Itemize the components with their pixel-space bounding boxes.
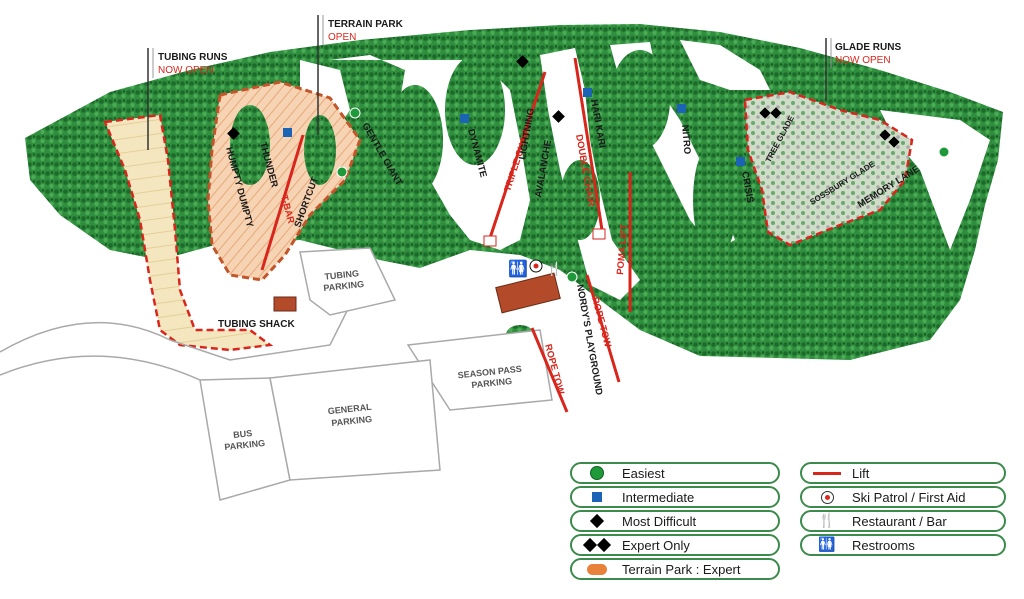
terrain-park-icon xyxy=(587,563,607,575)
intermediate-marker xyxy=(460,114,469,123)
lodge-building xyxy=(495,272,561,314)
glade-runs-title: GLADE RUNS xyxy=(835,42,901,53)
intermediate-marker xyxy=(736,157,745,166)
legend-item-restaurant: 🍴 Restaurant / Bar xyxy=(800,510,1006,532)
legend-label: Easiest xyxy=(622,465,665,481)
legend-label: Ski Patrol / First Aid xyxy=(852,489,966,505)
trail-label-crisis: CRISIS xyxy=(739,171,755,204)
tubing-parking-label-1: TUBING xyxy=(324,268,359,282)
tree-cluster xyxy=(693,140,737,260)
intermediate-marker xyxy=(283,128,292,137)
legend-item-terrain-park: Terrain Park : Expert xyxy=(570,558,780,580)
expert-marker xyxy=(879,129,891,141)
lift-line-icon xyxy=(813,471,841,475)
access-road xyxy=(0,355,240,381)
general-parking-label-1: GENERAL xyxy=(327,402,372,417)
tree-cluster xyxy=(560,160,600,240)
legend-item-restrooms: 🚻 Restrooms xyxy=(800,534,1006,556)
intermediate-marker xyxy=(677,104,686,113)
most-difficult-marker xyxy=(227,127,240,140)
tubing-shack-label: TUBING SHACK xyxy=(218,319,295,330)
lift-terminal xyxy=(592,228,606,240)
season-pass-parking-label-2: PARKING xyxy=(471,376,513,390)
tubing-runs-title: TUBING RUNS xyxy=(158,52,228,63)
intermediate-marker xyxy=(583,88,592,97)
terrain-park-title: TERRAIN PARK xyxy=(328,19,404,30)
ski-patrol-icon xyxy=(820,490,834,504)
legend-label: Most Difficult xyxy=(622,513,697,529)
tree-cluster xyxy=(445,55,505,165)
season-pass-parking-lot xyxy=(406,329,553,411)
green-circle-icon xyxy=(590,466,604,480)
general-parking-lot xyxy=(269,359,441,481)
restroom-icon: 🚻 xyxy=(818,537,836,553)
legend-label: Restrooms xyxy=(852,537,915,553)
restroom-map-icon: 🚻 xyxy=(508,259,528,278)
bus-parking-label-1: BUS xyxy=(233,428,253,440)
tree-cluster xyxy=(622,170,678,270)
tubing-parking-lot xyxy=(299,247,397,316)
easiest-marker xyxy=(349,107,361,119)
easiest-marker xyxy=(336,166,348,178)
restaurant-map-icon: 🍴 xyxy=(546,261,562,277)
access-road xyxy=(0,294,356,361)
legend-label: Expert Only xyxy=(622,537,690,553)
tubing-shack-building xyxy=(273,296,297,312)
glade-runs-status: NOW OPEN xyxy=(835,55,891,66)
tree-cluster xyxy=(610,50,670,150)
expert-marker xyxy=(888,136,900,148)
legend-label: Restaurant / Bar xyxy=(852,513,947,529)
tubing-run-area xyxy=(103,113,274,352)
legend-label: Intermediate xyxy=(622,489,695,505)
lift-lines xyxy=(260,57,632,413)
tree-island xyxy=(304,115,336,185)
legend-label: Terrain Park : Expert xyxy=(622,561,741,577)
tubing-parking-label-2: PARKING xyxy=(323,279,365,293)
terrain-park-status: OPEN xyxy=(328,32,356,43)
glade-area xyxy=(743,90,914,247)
lift-terminal xyxy=(483,235,497,247)
legend-label: Lift xyxy=(852,465,870,481)
legend-item-expert-only: Expert Only xyxy=(570,534,780,556)
legend-item-intermediate: Intermediate xyxy=(570,486,780,508)
tree-island xyxy=(230,105,270,185)
restaurant-icon: 🍴 xyxy=(818,513,836,529)
blue-square-icon xyxy=(592,492,602,502)
double-black-diamond-icon xyxy=(572,537,622,553)
legend-item-most-difficult: Most Difficult xyxy=(570,510,780,532)
tree-cluster xyxy=(387,85,443,195)
tubing-runs-status: NOW OPEN xyxy=(158,65,214,76)
bus-parking-label-2: PARKING xyxy=(224,438,266,452)
easiest-marker xyxy=(938,146,950,158)
legend-item-ski-patrol: Ski Patrol / First Aid xyxy=(800,486,1006,508)
legend-item-lift: Lift xyxy=(800,462,1006,484)
black-diamond-icon xyxy=(589,513,605,529)
general-parking-label-2: PARKING xyxy=(331,414,373,428)
trail-label-poma-lift: POMA LIFT xyxy=(615,223,630,275)
easiest-marker xyxy=(566,271,578,283)
legend-item-easiest: Easiest xyxy=(570,462,780,484)
trail-label-nitro: NITRO xyxy=(679,124,693,154)
